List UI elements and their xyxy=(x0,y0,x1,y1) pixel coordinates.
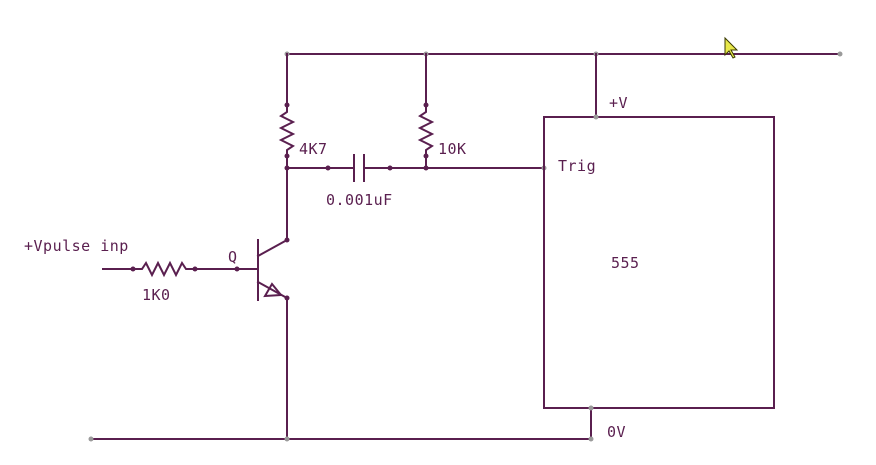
label-r-base: 1K0 xyxy=(142,286,171,304)
mouse-pointer-icon xyxy=(724,36,739,59)
ground-left-end xyxy=(88,436,94,442)
transistor-emitter-arrow xyxy=(263,282,284,298)
label-supply-pin: +V xyxy=(609,94,628,112)
ground-junction xyxy=(284,436,290,442)
ground-right-end xyxy=(588,436,594,442)
label-ic-name: 555 xyxy=(611,254,640,272)
pin-ground xyxy=(588,405,594,411)
label-trigger-pin: Trig xyxy=(558,157,596,175)
resistor-4k7 xyxy=(278,104,296,157)
label-input: +Vpulse inp xyxy=(24,237,129,255)
node-trig-junction xyxy=(423,165,429,171)
resistor-1k0 xyxy=(132,260,196,278)
label-ground-pin: 0V xyxy=(607,423,626,441)
resistor-10k xyxy=(417,104,435,157)
label-capacitor: 0.001uF xyxy=(326,191,393,209)
label-transistor: Q xyxy=(228,248,238,266)
rail-right-end xyxy=(837,51,843,57)
pin-supply xyxy=(593,114,599,120)
transistor-collector xyxy=(256,238,289,258)
node-base xyxy=(234,266,240,272)
label-r-pullup: 10K xyxy=(438,140,467,158)
label-r-collector: 4K7 xyxy=(299,140,328,158)
ic-555-body xyxy=(543,116,775,409)
